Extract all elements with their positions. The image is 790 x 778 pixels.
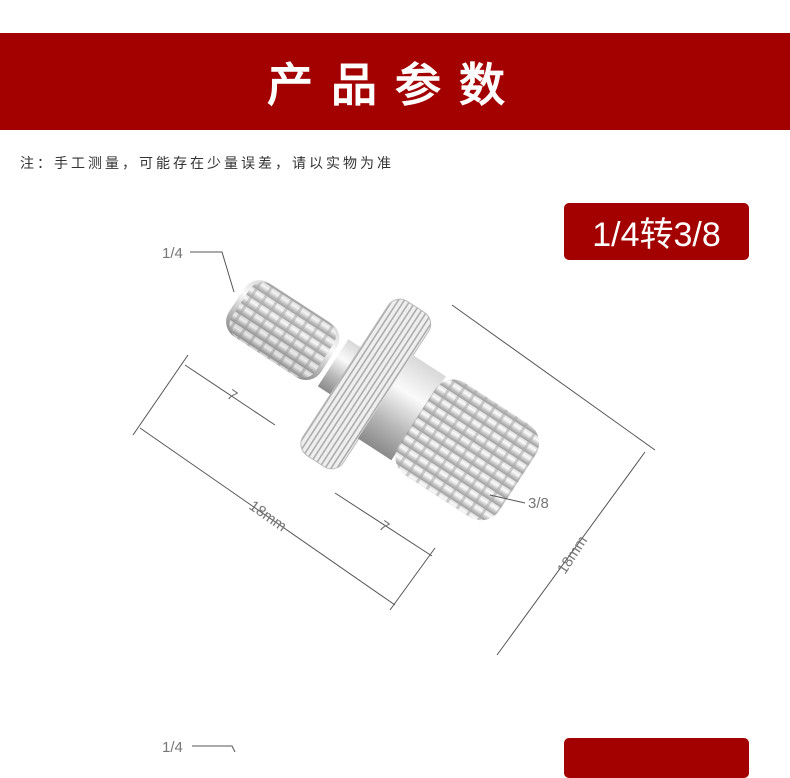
small-thread-label: 1/4 [162,245,183,262]
length-left-label: 18mm [246,497,290,535]
section-title: 产品参数 [267,57,523,112]
section-header: 产品参数 [0,33,790,130]
segment2-label: 7 [376,517,393,536]
measurement-note: 注：手工测量，可能存在少量误差，请以实物为准 [20,156,394,172]
segment1-label: 7 [224,386,241,405]
large-thread-label: 3/8 [528,495,549,512]
next-small-thread-label: 1/4 [162,739,183,752]
dimension-lines [132,251,656,656]
screw-diagram: 1/4 3/8 18mm 18mm 7 7 1/4 [132,245,656,752]
length-right-label: 18mm [554,533,591,577]
screw-image [226,280,540,521]
model-badge: 1/4转3/8 [564,203,749,260]
